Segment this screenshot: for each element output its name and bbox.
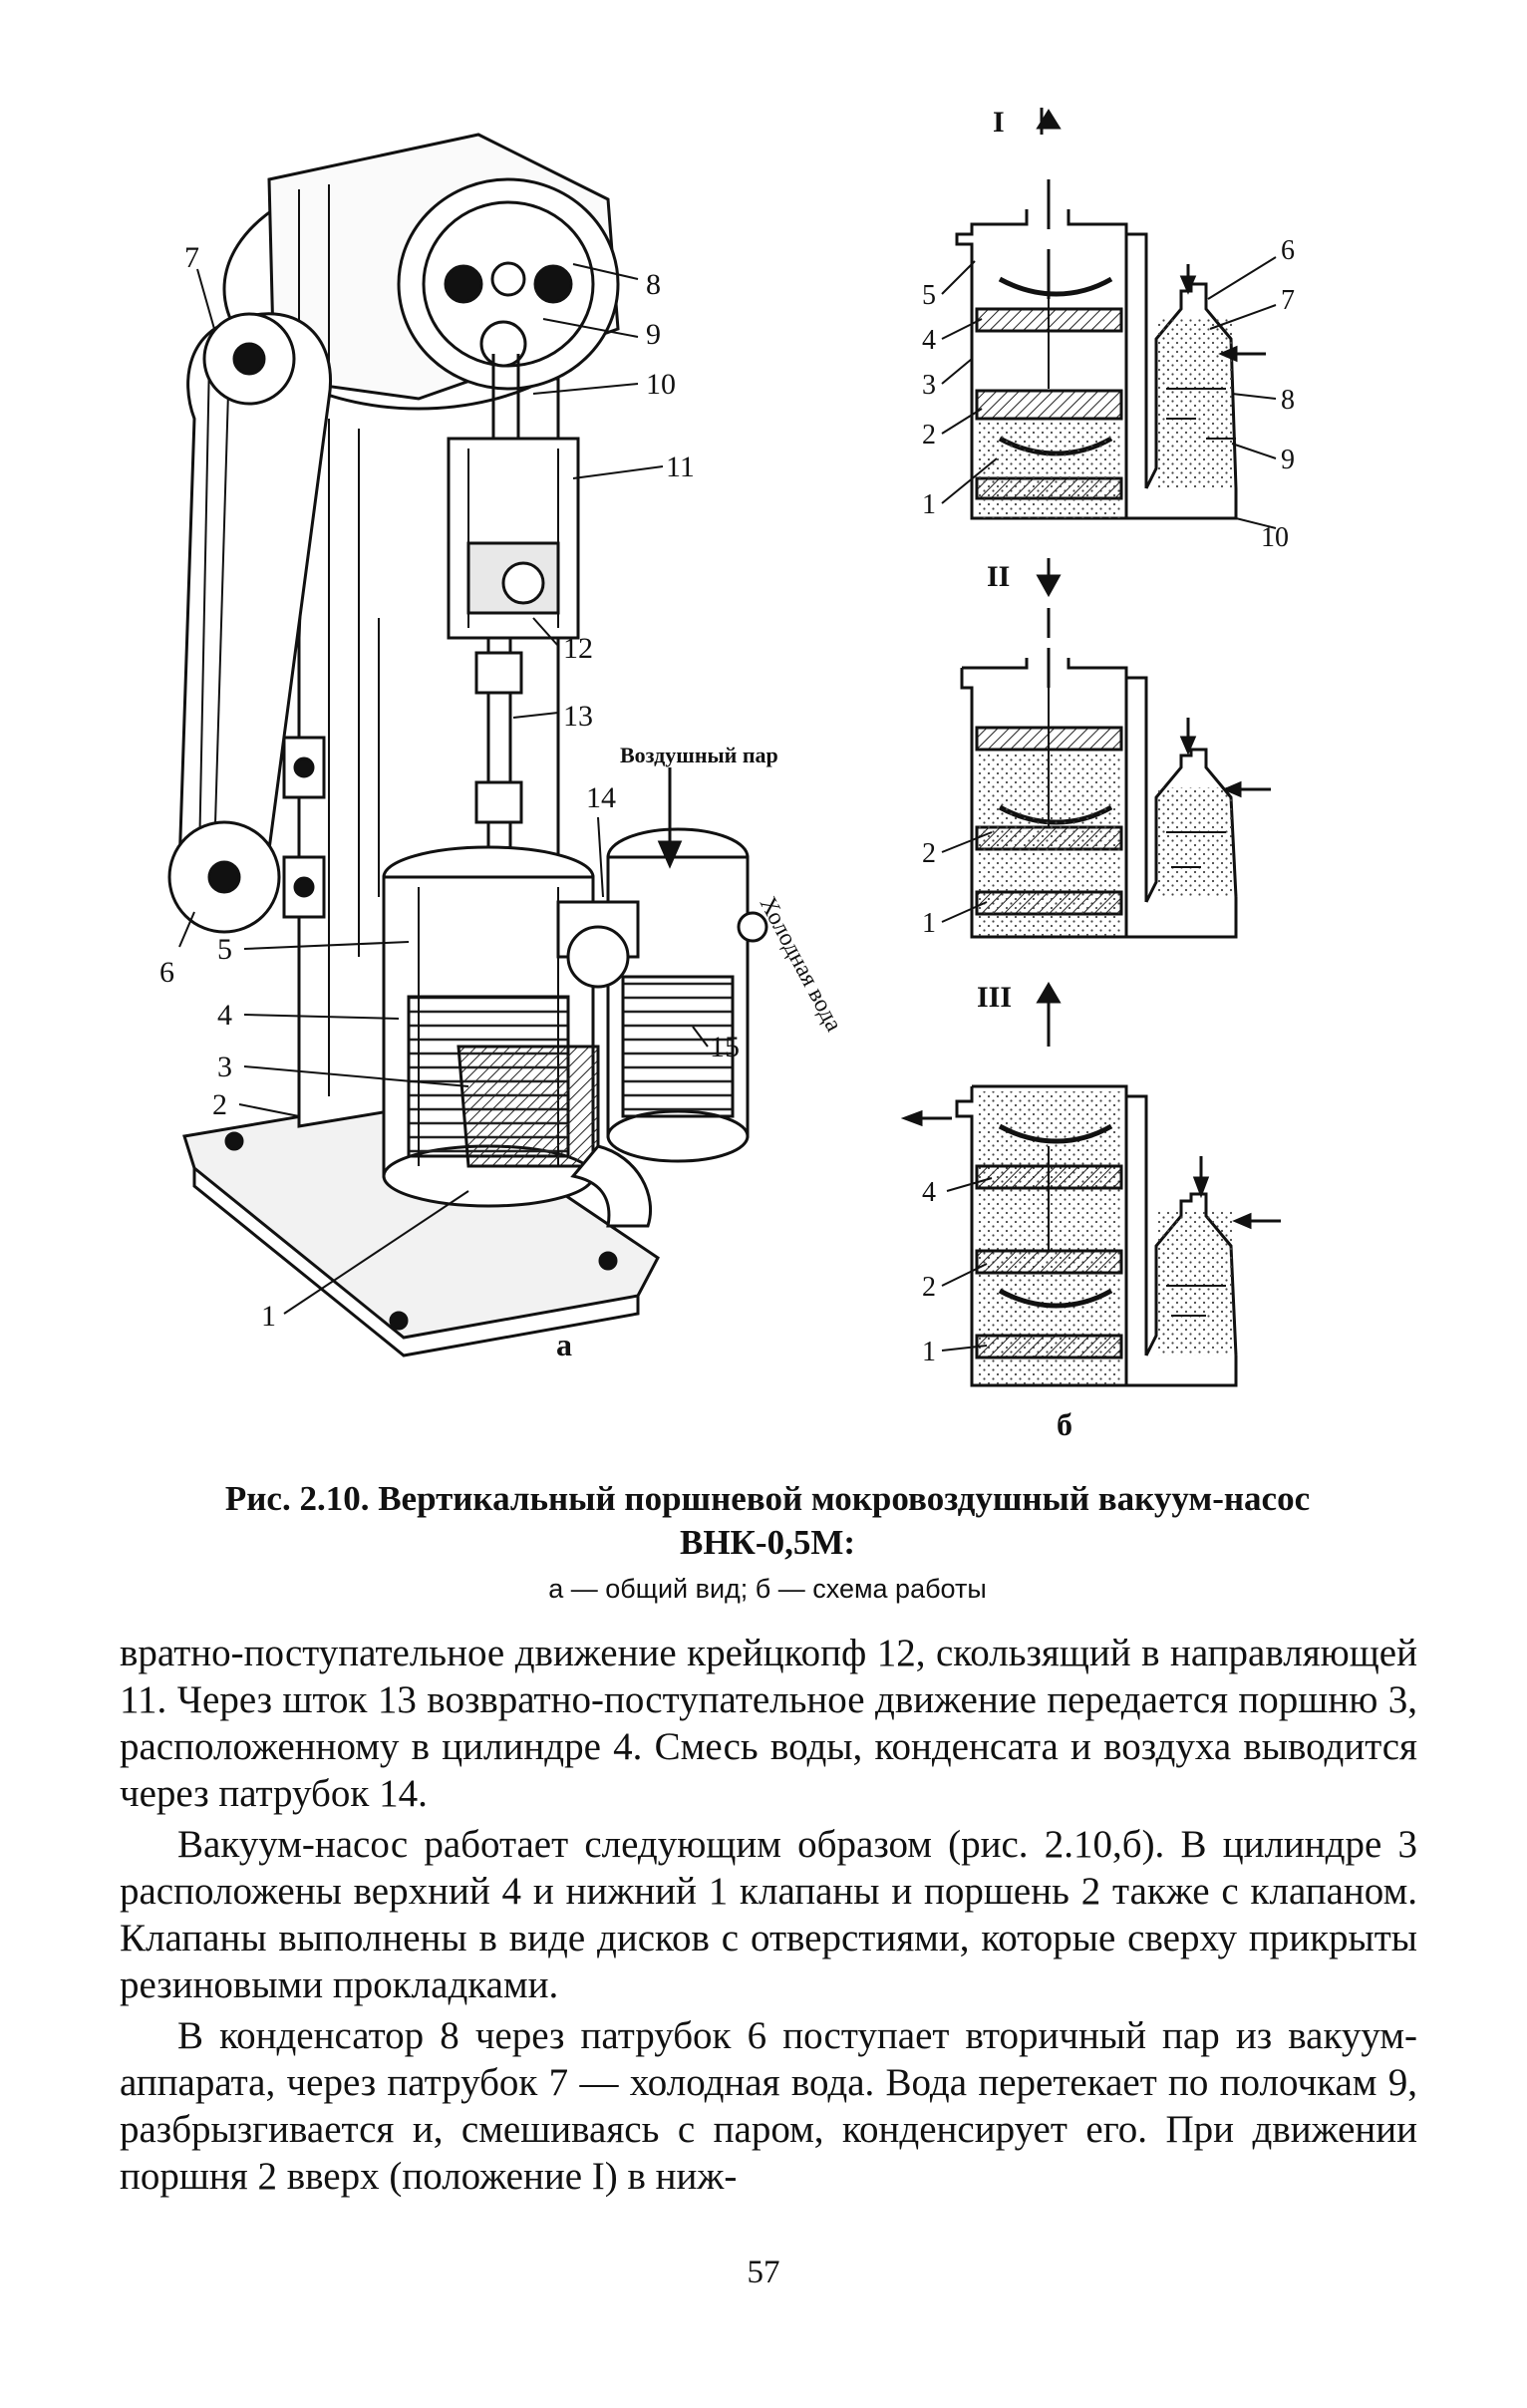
scheme-position-2 [941, 558, 1271, 939]
callout-b-7: 7 [1281, 285, 1295, 316]
position-II-label: II [987, 560, 1010, 593]
callout-b-9: 9 [1281, 445, 1295, 475]
callout-7: 7 [184, 241, 199, 274]
callout-5: 5 [217, 933, 232, 966]
callout-2: 2 [212, 1088, 227, 1121]
callout-b3-4: 4 [922, 1177, 936, 1208]
cold-water-label: Холодная вода [755, 893, 847, 1037]
callout-b2-2: 2 [922, 838, 936, 869]
caption-title-line-2: ВНК-0,5М: [679, 1523, 856, 1562]
callout-b3-1: 1 [922, 1337, 936, 1367]
callout-b-10: 10 [1261, 522, 1289, 553]
position-III-label: III [977, 981, 1012, 1014]
callout-b-8: 8 [1281, 385, 1295, 416]
position-I-label: I [993, 106, 1005, 139]
figure-2-10: 7 8 9 10 11 12 13 Воздушный пар 14 Холод… [159, 106, 1295, 1442]
panel-b-labels: I 5 4 3 2 1 6 7 8 9 10 II 2 1 III 4 2 1 … [922, 106, 1295, 1442]
figure-drawing: 7 8 9 10 11 12 13 Воздушный пар 14 Холод… [159, 106, 1295, 1442]
paragraph-2: Вакуум-насос работает следующим образом … [120, 1823, 1417, 2006]
page-number: 57 [747, 2255, 780, 2290]
callout-6: 6 [159, 956, 174, 989]
figure-caption: Рис. 2.10. Вертикальный поршневой мокров… [120, 1477, 1415, 1607]
callout-10: 10 [646, 368, 676, 401]
scheme-position-1 [941, 108, 1277, 529]
panel-a-drawing [167, 133, 768, 1357]
callout-b-6: 6 [1281, 235, 1295, 266]
scheme-position-3 [900, 982, 1281, 1387]
callout-9: 9 [646, 318, 661, 351]
callout-13: 13 [563, 700, 593, 733]
callout-b2-1: 1 [922, 908, 936, 939]
panel-b-drawing [900, 108, 1281, 1387]
callout-4: 4 [217, 999, 232, 1032]
callout-b-3: 3 [922, 370, 936, 401]
caption-title-line-1: Рис. 2.10. Вертикальный поршневой мокров… [224, 1479, 1311, 1518]
air-steam-label: Воздушный пар [620, 743, 778, 767]
callout-8: 8 [646, 268, 661, 301]
callout-b3-2: 2 [922, 1272, 936, 1303]
callout-11: 11 [666, 451, 695, 483]
paragraph-1: вратно-поступательное движение крейцкопф… [120, 1632, 1417, 1815]
callout-12: 12 [563, 632, 593, 665]
callout-b-2: 2 [922, 420, 936, 451]
callout-3: 3 [217, 1051, 232, 1083]
caption-subtitle: а — общий вид; б — схема работы [548, 1574, 987, 1604]
callout-1: 1 [261, 1300, 276, 1333]
panel-a-letter: а [556, 1327, 572, 1362]
callout-b-5: 5 [922, 280, 936, 311]
panel-b-letter: б [1057, 1406, 1072, 1442]
body-text: вратно-поступательное движение крейцкопф… [120, 1630, 1417, 2200]
callout-b-4: 4 [922, 325, 936, 356]
paragraph-3: В конденсатор 8 через патрубок 6 поступа… [120, 2014, 1417, 2198]
callout-14: 14 [586, 781, 616, 814]
callout-15: 15 [710, 1031, 740, 1063]
callout-b-1: 1 [922, 489, 936, 520]
